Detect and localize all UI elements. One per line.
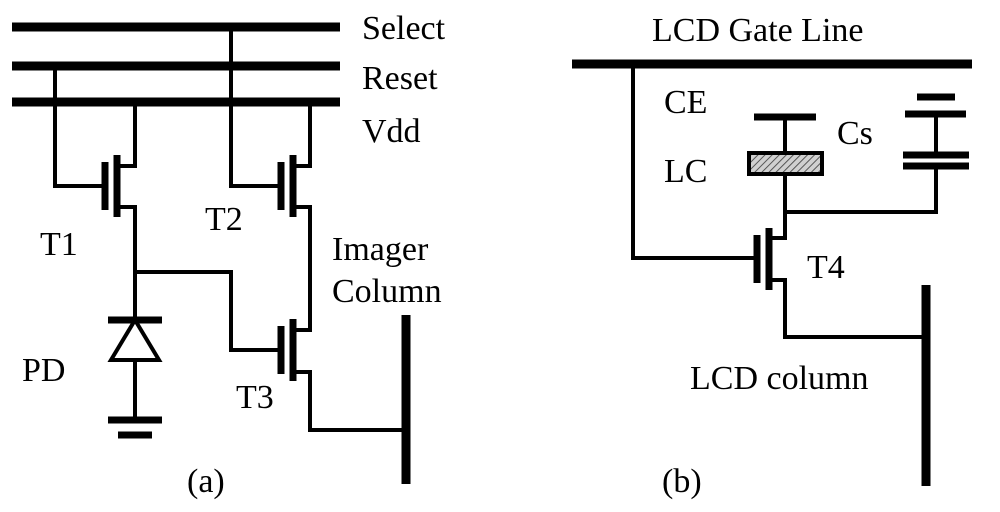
select-label: Select xyxy=(362,10,446,47)
lc-label: LC xyxy=(664,153,707,190)
t4-gate-wire xyxy=(631,62,757,260)
caption-b: (b) xyxy=(662,463,702,500)
transistor-t2 xyxy=(229,25,312,332)
transistor-t3 xyxy=(277,319,408,432)
sense-node-wire xyxy=(133,270,281,352)
reset-label: Reset xyxy=(362,60,438,97)
t2-label: T2 xyxy=(205,201,243,238)
lc-pixel xyxy=(747,113,824,176)
vdd-label: Vdd xyxy=(362,113,421,150)
ce-label: CE xyxy=(664,84,707,121)
t4-label: T4 xyxy=(807,249,845,286)
gate-line-label: LCD Gate Line xyxy=(652,12,864,49)
storage-capacitor xyxy=(903,93,969,214)
column-label: Column xyxy=(332,273,442,310)
lcd-column-label: LCD column xyxy=(690,360,868,397)
cs-label: Cs xyxy=(837,115,873,152)
transistor-t1 xyxy=(53,64,137,274)
pd-label: PD xyxy=(22,352,65,389)
ground-symbol xyxy=(108,416,162,439)
transistor-t4 xyxy=(753,174,928,339)
liquid-crystal-layer xyxy=(747,151,824,176)
caption-a: (a) xyxy=(187,463,225,500)
imager-label: Imager xyxy=(332,231,429,268)
panel-a: Select Reset Vdd T1 T2 T3 PD Imager Colu… xyxy=(12,10,446,500)
t3-label: T3 xyxy=(236,379,274,416)
photodiode xyxy=(107,270,163,420)
t1-label: T1 xyxy=(40,226,78,263)
panel-b: LCD Gate Line CE LC Cs T4 LCD column (b) xyxy=(572,12,972,500)
